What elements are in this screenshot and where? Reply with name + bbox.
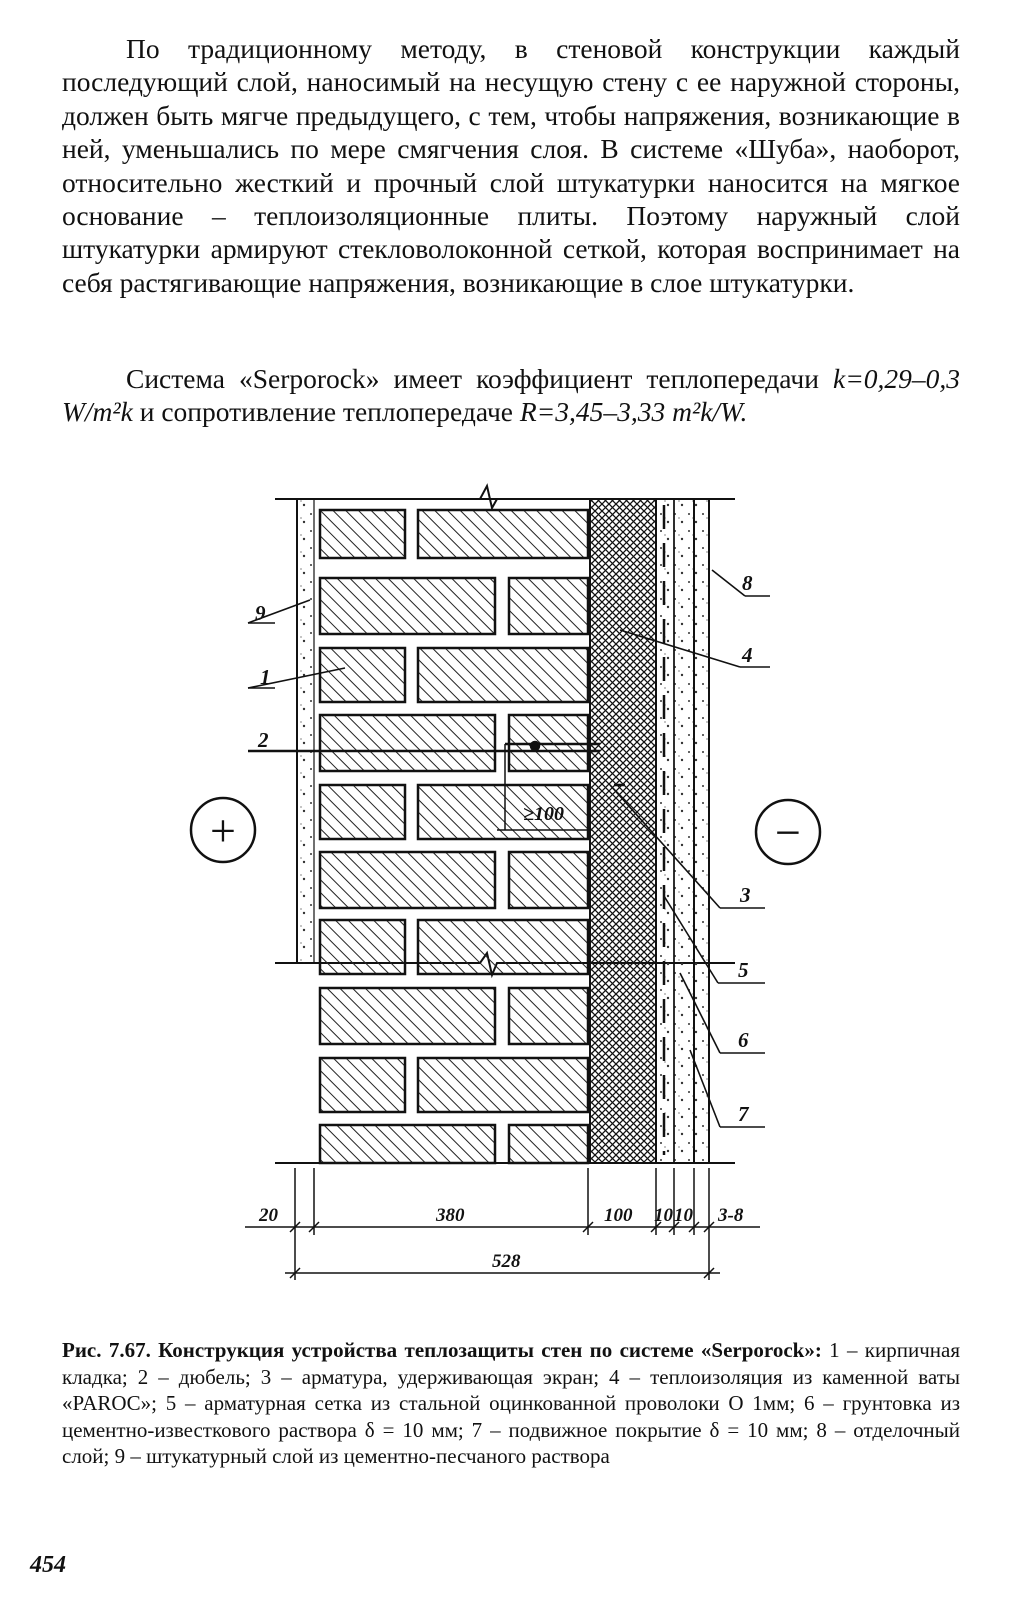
finish-layer [693, 498, 710, 1164]
label-6: 6 [738, 1028, 749, 1052]
label-1: 1 [260, 665, 271, 689]
leader-1 [247, 667, 346, 689]
dim-total: 528 [492, 1251, 521, 1272]
label-5: 5 [738, 958, 749, 982]
dowel [248, 740, 625, 831]
caption-text: 1 – кирпичная кладка; 2 – дюбель; 3 – ар… [62, 1338, 961, 1469]
page-number: 454 [30, 1552, 66, 1578]
dimension-lines [245, 1168, 760, 1280]
paragraph-2-text-b: и сопротивление теплопередаче [132, 396, 520, 428]
leader-6 [679, 972, 721, 1054]
leader-9 [247, 599, 311, 624]
label-4: 4 [741, 643, 753, 667]
r-formula: R=3,45–3,33 m²k/W. [519, 396, 748, 428]
minus-sign-circle [754, 798, 822, 866]
paragraph-1: По традиционному методу, в стеновой конс… [62, 33, 960, 298]
leader-7 [689, 1049, 721, 1128]
dim-layer-b: 10 [674, 1205, 694, 1226]
label-7: 7 [738, 1102, 750, 1126]
plaster-layer [297, 499, 314, 963]
figure-caption: Рис. 7.67. Конструкция устройства теплоз… [62, 1337, 960, 1470]
leader-4 [619, 629, 741, 668]
label-8: 8 [742, 571, 753, 595]
insulation-layer [589, 498, 657, 1164]
leader-3 [609, 784, 721, 909]
paragraph-2-text-a: Система «Serporock» имеет коэффициент те… [126, 363, 833, 394]
brick-masonry [318, 508, 590, 1165]
label-2: 2 [257, 728, 269, 752]
dim-plaster: 20 [258, 1205, 279, 1226]
caption-label: Рис. 7.67. Конструкция устройства теплоз… [62, 1338, 822, 1362]
wall-construction-figure: ≥100 9 1 2 8 4 3 5 6 7 + − [189, 483, 822, 1280]
mobile-coating-layer [673, 498, 695, 1164]
anchor-dim-label: ≥100 [523, 803, 564, 825]
paragraph-2: Система «Serporock» имеет коэффициент те… [62, 362, 960, 429]
k-formula: k=0,29–0,3 W/m²k [62, 363, 960, 428]
plus-sign-circle [189, 796, 257, 864]
leader-5 [663, 895, 719, 984]
dim-layer-a: 10 [654, 1205, 674, 1226]
dim-finish: 3-8 [717, 1205, 744, 1226]
minus-sign: − [775, 807, 801, 858]
leader-8 [711, 569, 746, 597]
label-9: 9 [255, 601, 266, 625]
dim-insulation: 100 [604, 1205, 633, 1226]
label-3: 3 [739, 883, 751, 907]
plus-sign: + [210, 805, 236, 856]
dim-brick: 380 [435, 1205, 465, 1226]
